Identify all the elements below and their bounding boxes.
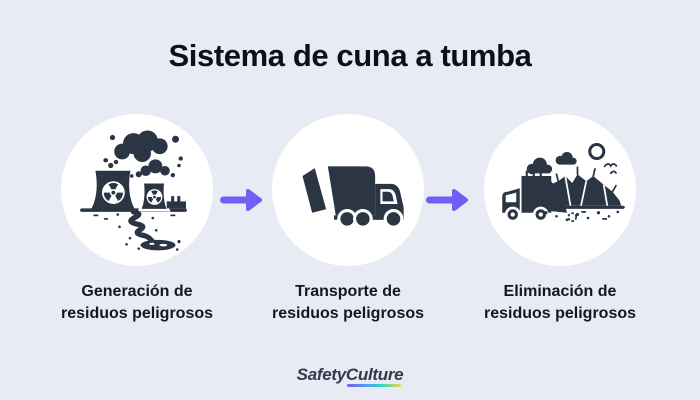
- step-label-disposal: Eliminación de residuos peligrosos: [483, 283, 637, 322]
- step-disposal: Eliminación de residuos peligrosos: [455, 114, 665, 325]
- step-label-transport: Transporte de residuos peligrosos: [271, 283, 425, 322]
- footer: SafetyCulture: [0, 365, 700, 387]
- step-circle: [484, 114, 636, 266]
- step-generation: Generación de residuos peligrosos: [32, 114, 242, 325]
- arrow-right-icon: [220, 186, 264, 214]
- nuclear-plant-pollution-icon: [80, 130, 187, 251]
- step-transport: Transporte de residuos peligrosos: [243, 114, 453, 325]
- brand-text-safety: Safety: [296, 365, 347, 384]
- brand-text-culture: Culture: [346, 366, 404, 387]
- brand-gradient-underline: [346, 384, 402, 387]
- step-label-generation: Generación de residuos peligrosos: [60, 283, 214, 322]
- safetyculture-logo: SafetyCulture: [296, 365, 404, 387]
- step-circle: [272, 114, 424, 266]
- garbage-truck-icon: [302, 166, 404, 229]
- page-title: Sistema de cuna a tumba: [168, 38, 532, 73]
- landfill-icon: [502, 142, 625, 223]
- step-circle: [61, 114, 213, 266]
- arrow-right-icon: [426, 186, 470, 214]
